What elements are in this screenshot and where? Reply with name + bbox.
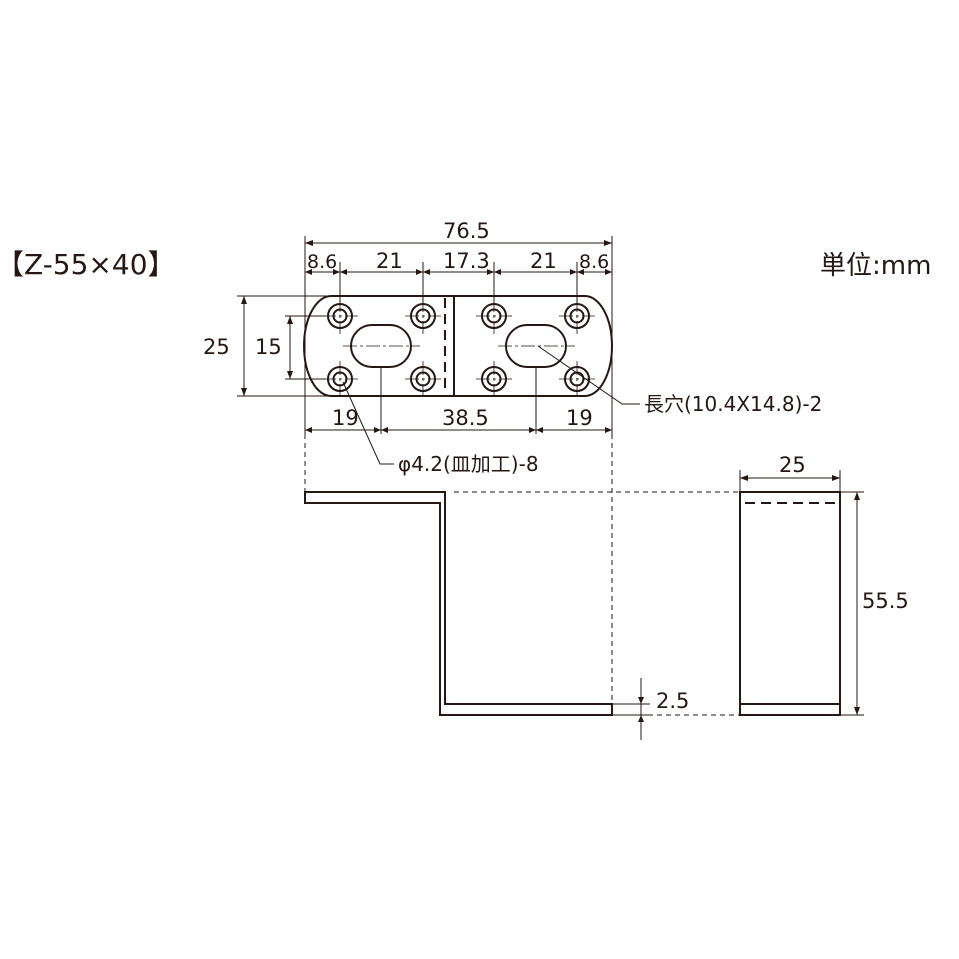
top-view: 76.5 8.6 21 17.3 21 8.6 25 15 19: [203, 219, 822, 476]
side-view: 2.5: [304, 491, 689, 740]
dim-segments: 8.6 21 17.3 21 8.6: [305, 249, 612, 275]
dim-thickness-label: 2.5: [656, 689, 689, 713]
end-view: 25 55.5: [739, 453, 909, 716]
dim-end-width: 25: [739, 453, 841, 492]
dim-overall-width: 76.5: [305, 219, 612, 246]
dim-height: 25: [203, 296, 247, 396]
dim-segment-5: 8.6: [579, 251, 609, 273]
dim-end-height: 55.5: [840, 491, 909, 716]
projection-lines: [304, 434, 740, 716]
dim-bottom-2: 38.5: [442, 406, 489, 430]
dim-bottom-3: 19: [566, 406, 593, 430]
dim-hole-pitch: 15: [255, 316, 293, 379]
hole-annotation: φ4.2(皿加工)-8: [398, 452, 539, 476]
end-rect: [739, 491, 841, 716]
hole-leader: φ4.2(皿加工)-8: [342, 381, 539, 476]
dim-segment-3: 17.3: [443, 249, 490, 273]
dim-segment-1: 8.6: [307, 251, 337, 273]
dim-overall-width-label: 76.5: [443, 219, 490, 243]
plate-outline: [303, 295, 613, 397]
dim-segment-2: 21: [376, 249, 403, 273]
center-lines: [322, 298, 595, 397]
dim-end-width-label: 25: [779, 453, 806, 477]
dim-bottom-1: 19: [332, 406, 359, 430]
unit-label: 単位:mm: [820, 251, 931, 281]
dim-end-height-label: 55.5: [862, 589, 909, 613]
dim-thickness: 2.5: [612, 678, 689, 740]
slot-annotation: 長穴(10.4X14.8)-2: [644, 392, 822, 416]
dim-segment-4: 21: [530, 249, 557, 273]
drawing-title: 【Z-55×40】: [0, 248, 176, 281]
slot-leader: 長穴(10.4X14.8)-2: [537, 345, 822, 416]
extension-lines: [237, 236, 613, 434]
dim-bottom: 19 38.5 19: [305, 406, 612, 433]
dim-hole-pitch-label: 15: [255, 335, 282, 359]
side-profile: [304, 491, 613, 716]
hole-group: [327, 303, 590, 392]
dim-height-label: 25: [203, 335, 230, 359]
